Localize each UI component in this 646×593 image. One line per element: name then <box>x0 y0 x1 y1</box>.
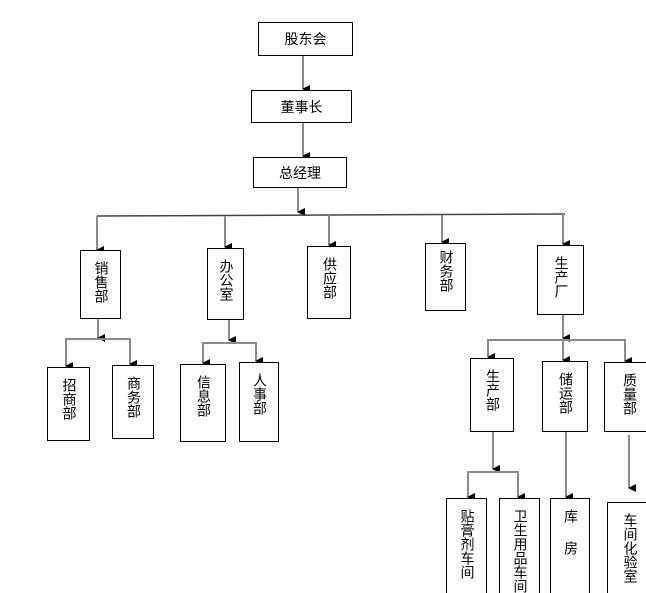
node-label: 人事部 <box>251 373 267 415</box>
node-label: 生产部 <box>484 369 500 411</box>
node-hr: 人事部 <box>239 362 279 442</box>
node-supply: 供应部 <box>307 246 351 319</box>
node-label: 储运部 <box>557 372 573 414</box>
node-plaster-workshop: 贴膏剂车间 <box>446 498 487 593</box>
node-gm: 总经理 <box>253 157 347 188</box>
node-shareholders: 股东会 <box>258 22 353 56</box>
node-info: 信息部 <box>180 364 226 442</box>
node-label: 生产厂 <box>552 256 569 298</box>
node-lab: 车间化验室 <box>607 502 646 593</box>
node-label: 车间化验室 <box>621 513 638 583</box>
level2-bus <box>96 213 566 217</box>
node-label: 总经理 <box>279 165 321 182</box>
node-label: 卫生用品车间 <box>511 509 528 593</box>
node-finance: 财务部 <box>425 243 466 311</box>
node-investment: 招商部 <box>47 367 90 441</box>
node-label: 股东会 <box>284 32 327 48</box>
node-chairman: 董事长 <box>251 90 352 123</box>
node-label: 供应部 <box>321 257 337 299</box>
node-label: 财务部 <box>437 250 454 292</box>
node-hygiene-workshop: 卫生用品车间 <box>499 498 540 593</box>
node-label: 董事长 <box>280 99 323 116</box>
node-label: 办公室 <box>217 259 234 301</box>
node-business: 商务部 <box>112 365 154 439</box>
node-quality: 质量部 <box>604 362 646 432</box>
node-factory: 生产厂 <box>537 245 584 315</box>
node-label: 信息部 <box>195 375 211 417</box>
node-production: 生产部 <box>470 358 514 432</box>
node-logistics: 储运部 <box>542 361 588 432</box>
node-office: 办公室 <box>207 248 244 320</box>
node-label: 质量部 <box>621 373 637 415</box>
node-warehouse: 库房 <box>550 498 590 593</box>
node-label: 销售部 <box>92 261 109 303</box>
node-label: 商务部 <box>125 376 141 418</box>
node-sales: 销售部 <box>80 250 121 319</box>
node-label: 贴膏剂车间 <box>458 509 475 579</box>
node-label: 库房 <box>562 509 578 573</box>
node-label: 招商部 <box>60 378 77 420</box>
